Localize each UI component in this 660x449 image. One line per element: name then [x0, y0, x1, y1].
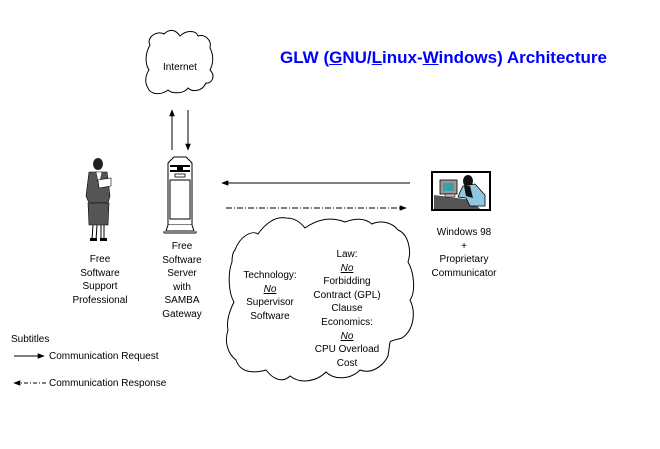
technology-reason: Technology: No Supervisor Software	[234, 269, 306, 323]
technology-heading: Technology:	[243, 270, 297, 281]
internet-label: Internet	[163, 62, 197, 73]
computer-user-icon	[431, 171, 491, 211]
internet-cloud-icon	[145, 29, 214, 95]
legend-response-label: Communication Response	[49, 378, 167, 389]
law-no: No	[340, 262, 354, 274]
technology-no: No	[263, 283, 277, 295]
legend-request-label: Communication Request	[49, 351, 159, 362]
law-heading: Law:	[336, 249, 358, 260]
reasons-cloud-icon	[225, 217, 415, 382]
person-icon	[85, 158, 112, 241]
law-reason: Law: No Forbidding Contract (GPL) Clause	[304, 248, 390, 316]
server-tower-icon	[163, 156, 197, 234]
legend-title: Subtitles	[11, 334, 50, 345]
economics-no: No	[340, 330, 354, 342]
client-label: Windows 98 + Proprietary Communicator	[431, 227, 497, 279]
professional-label: Free Software Support Professional	[72, 254, 128, 306]
economics-reason: Economics: No CPU Overload Cost	[304, 316, 390, 370]
server-label: Free Software Server with SAMBA Gateway	[162, 241, 202, 320]
economics-heading: Economics:	[321, 317, 373, 328]
diagram-title: GLW (GNU/Linux-Windows) Architecture	[280, 48, 607, 67]
